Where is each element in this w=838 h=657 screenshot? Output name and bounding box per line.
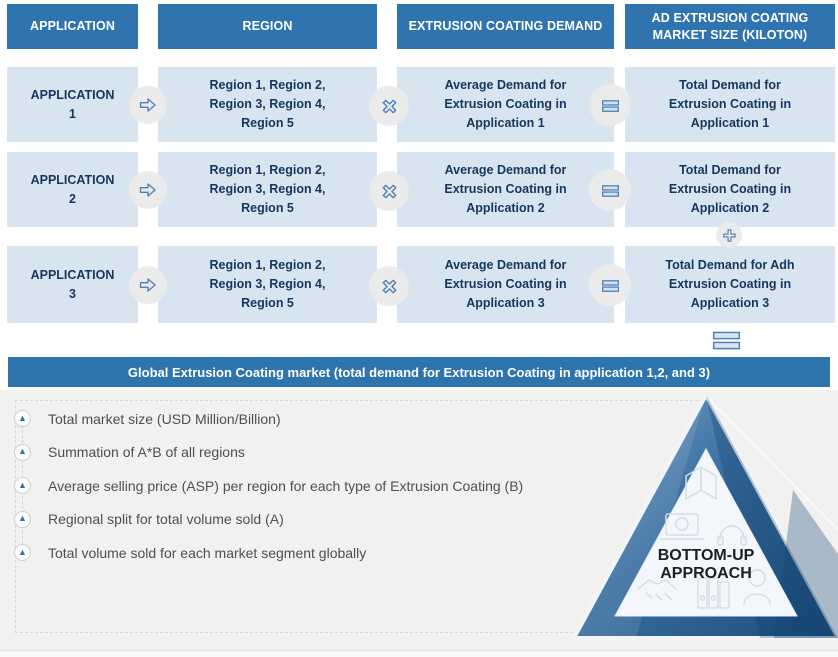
pyramid-inner-triangle [614, 447, 798, 617]
final-equals-icon [712, 331, 741, 356]
application-number: 1 [69, 106, 76, 121]
headphones-icon [717, 525, 747, 546]
plus-icon [716, 222, 742, 248]
application-label: APPLICATION [30, 267, 115, 282]
list-item: ▲ Average selling price (ASP) per region… [14, 469, 523, 503]
application-1-box: APPLICATION 1 [7, 67, 138, 142]
column-header-market-size: AD EXTRUSION COATING MARKET SIZE (KILOTO… [625, 4, 835, 49]
bullet-list: ▲ Total market size (USD Million/Billion… [14, 402, 523, 570]
triangle-bullet-icon: ▲ [14, 443, 31, 461]
application-number: 2 [69, 191, 76, 206]
demand-box-1: Average Demand for Extrusion Coating in … [397, 67, 614, 142]
bottom-up-section: ▲ Total market size (USD Million/Billion… [0, 390, 838, 650]
bottom-divider [0, 650, 838, 657]
pyramid-label-line1: BOTTOM-UP [658, 547, 755, 564]
equals-icon [589, 84, 631, 126]
pyramid-label-line2: APPROACH [660, 565, 752, 582]
total-box-1: Total Demand for Extrusion Coating in Ap… [625, 67, 835, 142]
demand-box-3: Average Demand for Extrusion Coating in … [397, 246, 614, 323]
bullet-text: Total market size (USD Million/Billion) [48, 410, 281, 427]
list-item: ▲ Summation of A*B of all regions [14, 436, 523, 470]
total-box-2: Total Demand for Extrusion Coating in Ap… [625, 152, 835, 227]
bullet-text: Average selling price (ASP) per region f… [48, 477, 524, 494]
pyramid-highlight-left [574, 395, 706, 638]
person-icon [743, 569, 771, 605]
list-item: ▲ Regional split for total volume sold (… [14, 503, 523, 537]
bullet-text: Regional split for total volume sold (A) [48, 511, 284, 528]
application-3-box: APPLICATION 3 [7, 246, 138, 323]
triangle-bullet-icon: ▲ [14, 410, 31, 428]
bottom-up-pyramid: BOTTOM-UP APPROACH [572, 393, 838, 640]
laptop-icon [659, 513, 705, 540]
bullet-text: Total volume sold for each market segmen… [48, 544, 367, 561]
pyramid-shade-right [706, 395, 838, 638]
application-label: APPLICATION [30, 87, 115, 102]
arrow-right-icon [129, 266, 167, 304]
triangle-bullet-icon: ▲ [14, 510, 31, 528]
multiply-icon [369, 86, 409, 126]
regions-box-1: Region 1, Region 2, Region 3, Region 4, … [158, 67, 377, 142]
multiply-icon [369, 266, 409, 306]
demand-box-2: Average Demand for Extrusion Coating in … [397, 152, 614, 227]
list-item: ▲ Total volume sold for each market segm… [14, 536, 523, 570]
background-streak [709, 399, 838, 531]
regions-box-2: Region 1, Region 2, Region 3, Region 4, … [158, 152, 377, 227]
column-header-region: REGION [158, 4, 377, 49]
triangle-bullet-icon: ▲ [14, 544, 31, 562]
equals-icon [589, 264, 631, 306]
list-item: ▲ Total market size (USD Million/Billion… [14, 402, 523, 436]
book-icon [685, 466, 717, 500]
global-market-banner: Global Extrusion Coating market (total d… [8, 357, 830, 387]
handshake-icon [637, 579, 677, 601]
multiply-icon [369, 171, 409, 211]
application-number: 3 [69, 286, 76, 301]
arrow-right-icon [129, 171, 167, 209]
binders-icon [697, 577, 730, 609]
column-header-application: APPLICATION [7, 4, 138, 49]
column-header-demand: EXTRUSION COATING DEMAND [397, 4, 614, 49]
application-label: APPLICATION [30, 172, 115, 187]
bullet-text: Summation of A*B of all regions [48, 444, 245, 461]
arrow-right-icon [129, 86, 167, 124]
triangle-bullet-icon: ▲ [14, 477, 31, 495]
equals-icon [589, 169, 631, 211]
total-box-3: Total Demand for Adh Extrusion Coating i… [625, 246, 835, 323]
application-2-box: APPLICATION 2 [7, 152, 138, 227]
regions-box-3: Region 1, Region 2, Region 3, Region 4, … [158, 246, 377, 323]
pyramid-shade-corner [774, 490, 838, 638]
